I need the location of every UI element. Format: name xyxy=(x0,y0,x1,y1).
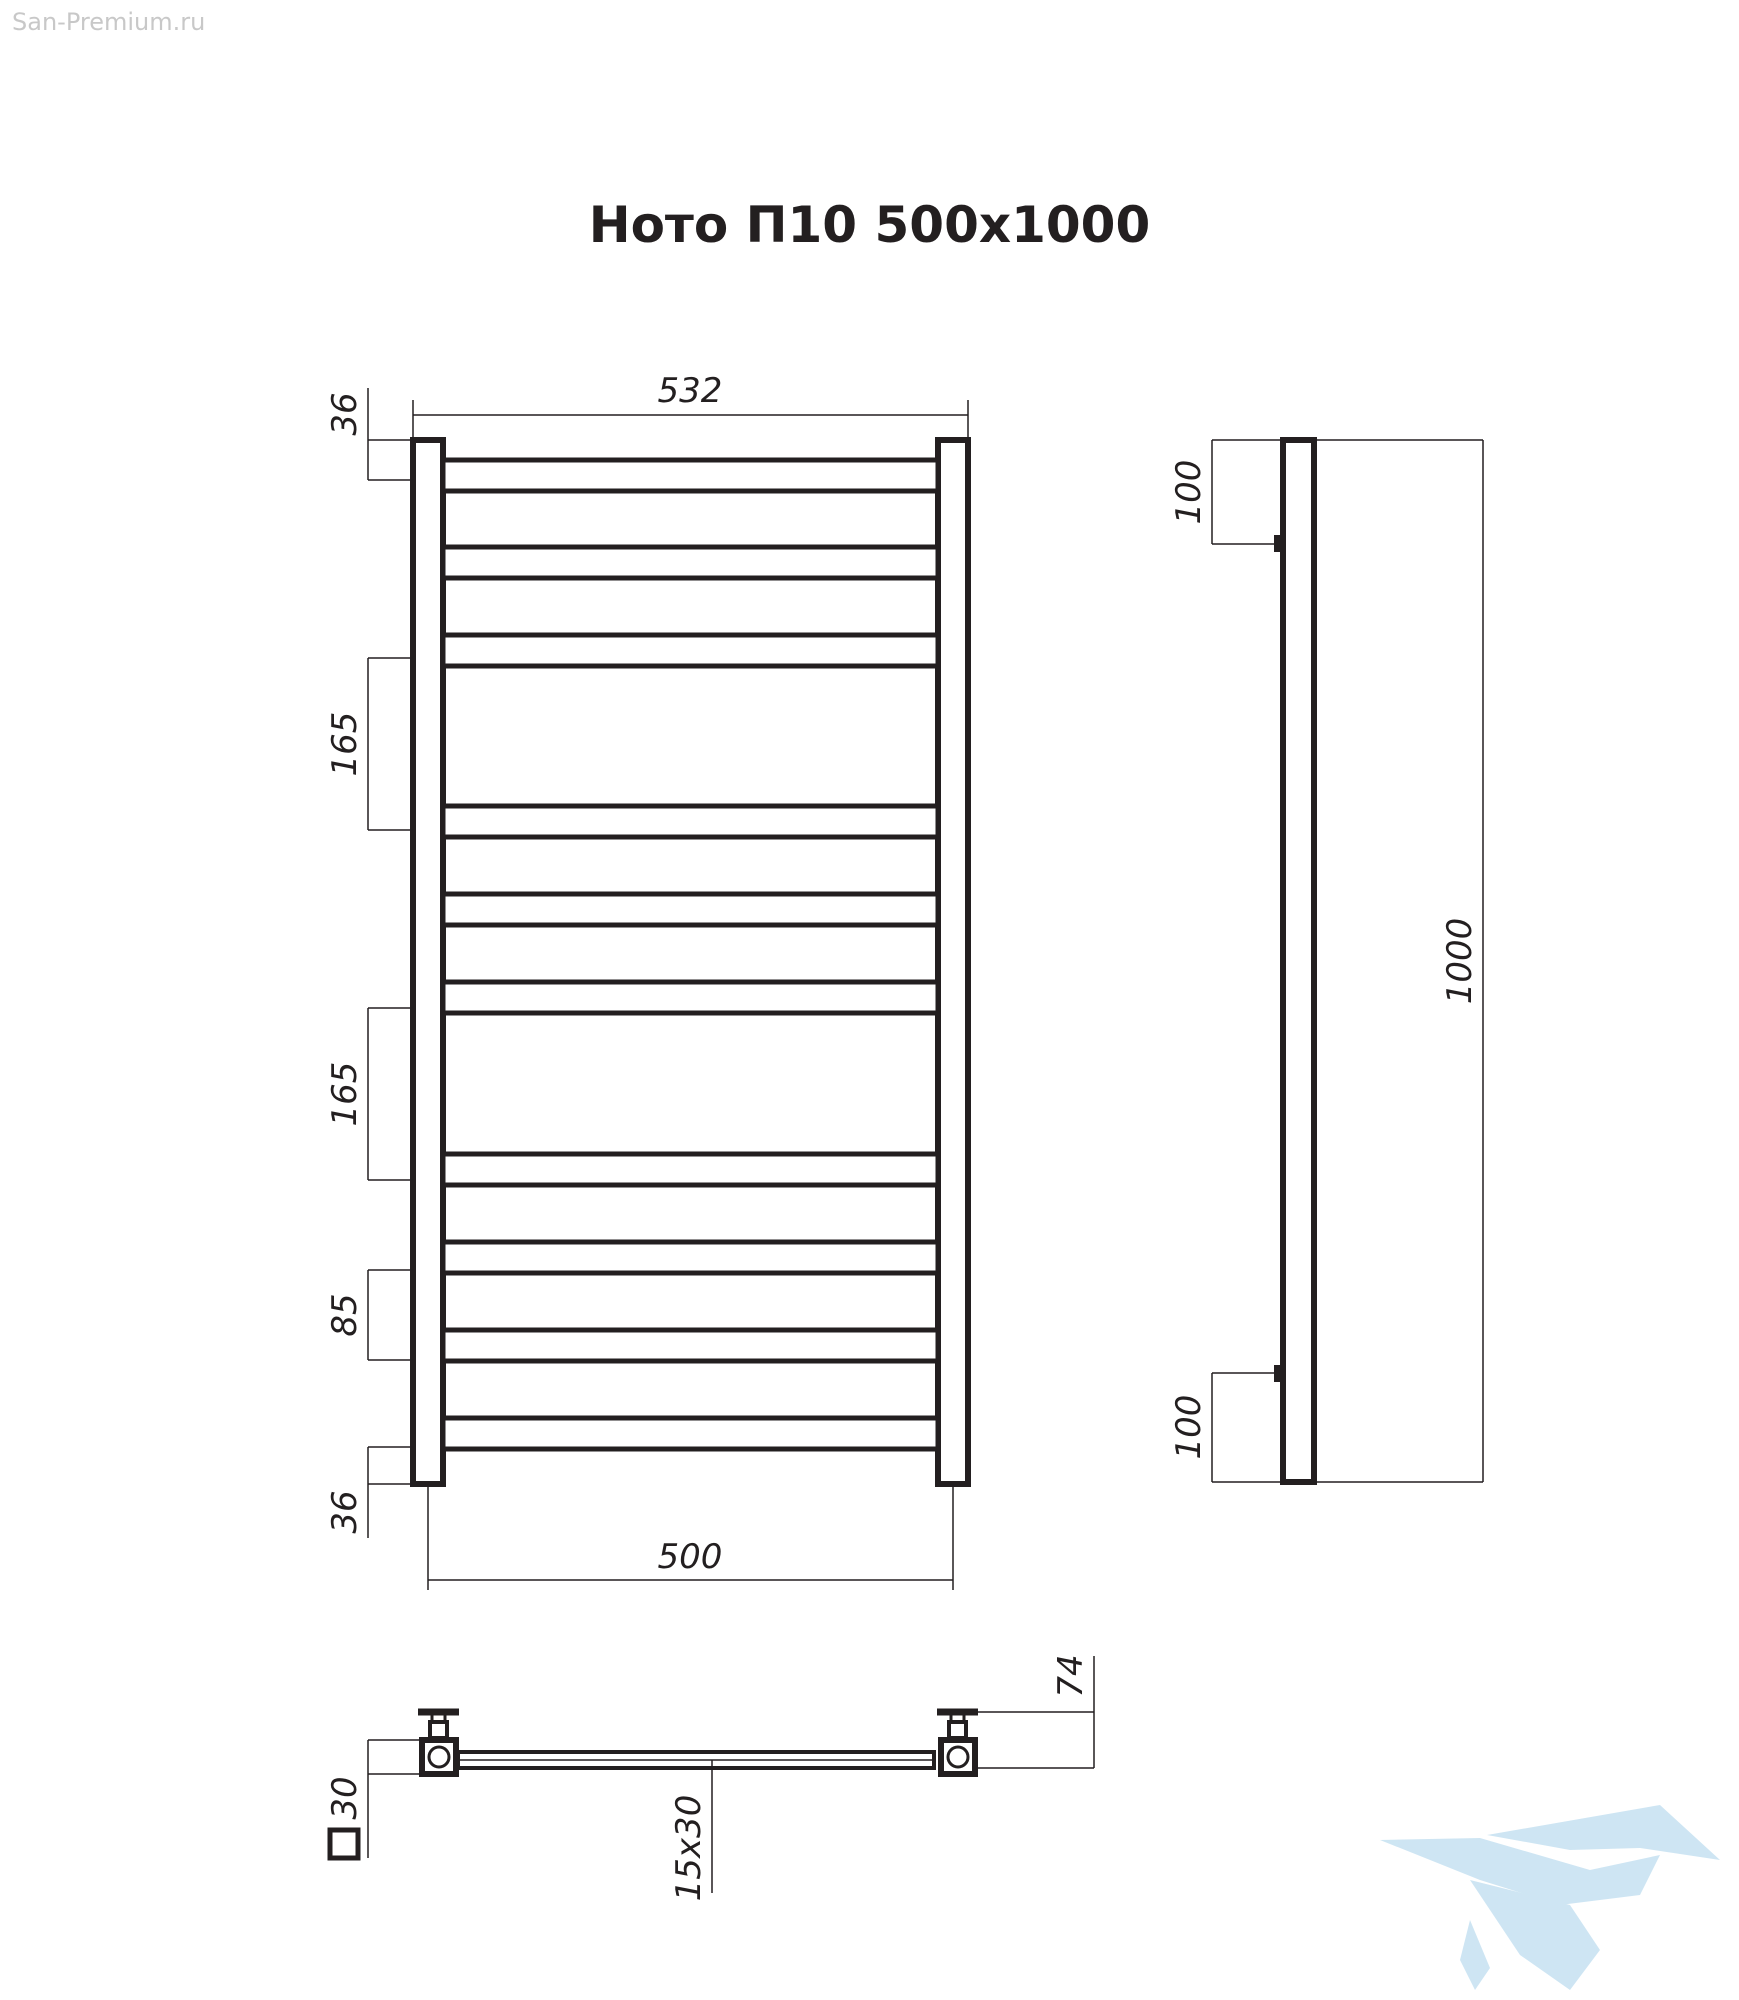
side-mount-top xyxy=(1274,535,1282,552)
dim-gap-upper: 165 xyxy=(325,712,365,777)
dim-depth: 74 xyxy=(1051,1654,1091,1697)
rung-6 xyxy=(440,979,941,1016)
rung-8 xyxy=(440,1239,941,1276)
dim-gap-middle: 165 xyxy=(325,1062,365,1127)
side-upright xyxy=(1280,437,1317,1485)
dim-side-top: 100 xyxy=(1169,460,1209,525)
dim-profile-square: 30 xyxy=(325,1776,365,1819)
front-dimension-labels: 532 500 36 165 165 85 36 xyxy=(325,371,722,1577)
dim-rung-section: 15x30 xyxy=(669,1795,709,1902)
rung-7 xyxy=(440,1151,941,1188)
dim-side-height: 1000 xyxy=(1440,918,1480,1005)
dim-top-offset: 36 xyxy=(325,392,365,435)
left-bracket xyxy=(418,1708,459,1777)
dim-bottom-width: 500 xyxy=(658,1537,723,1577)
rung-2 xyxy=(440,544,941,581)
top-dimensions xyxy=(367,1656,1095,1893)
watermark-text: San-Premium.ru xyxy=(12,8,206,36)
square-profile-icon xyxy=(327,1827,361,1861)
dim-gap-lower: 85 xyxy=(325,1293,365,1336)
side-mount-bottom xyxy=(1274,1365,1282,1382)
rung-9 xyxy=(440,1327,941,1364)
right-upright xyxy=(935,437,971,1487)
rung-5 xyxy=(440,891,941,928)
dim-bottom-offset: 36 xyxy=(325,1490,365,1533)
front-dimensions xyxy=(367,388,969,1590)
rungs xyxy=(440,457,941,1452)
rung-10 xyxy=(440,1415,941,1452)
rung-3 xyxy=(440,632,941,669)
dim-top-width: 532 xyxy=(658,371,723,411)
diagram-title: Ното П10 500x1000 xyxy=(588,196,1151,254)
side-dimension-labels: 100 100 1000 xyxy=(1169,460,1480,1460)
rung-1 xyxy=(440,457,941,494)
dim-side-bottom: 100 xyxy=(1169,1395,1209,1460)
front-view xyxy=(410,437,971,1487)
right-bracket xyxy=(937,1708,978,1777)
left-upright xyxy=(410,437,446,1487)
rung-4 xyxy=(440,803,941,840)
top-dimension-labels: 74 30 15x30 xyxy=(325,1654,1091,1901)
top-view xyxy=(327,1708,978,1861)
side-dimensions xyxy=(1211,439,1484,1483)
bathtub-logo-icon xyxy=(1380,1805,1720,1990)
side-view xyxy=(1274,437,1317,1485)
